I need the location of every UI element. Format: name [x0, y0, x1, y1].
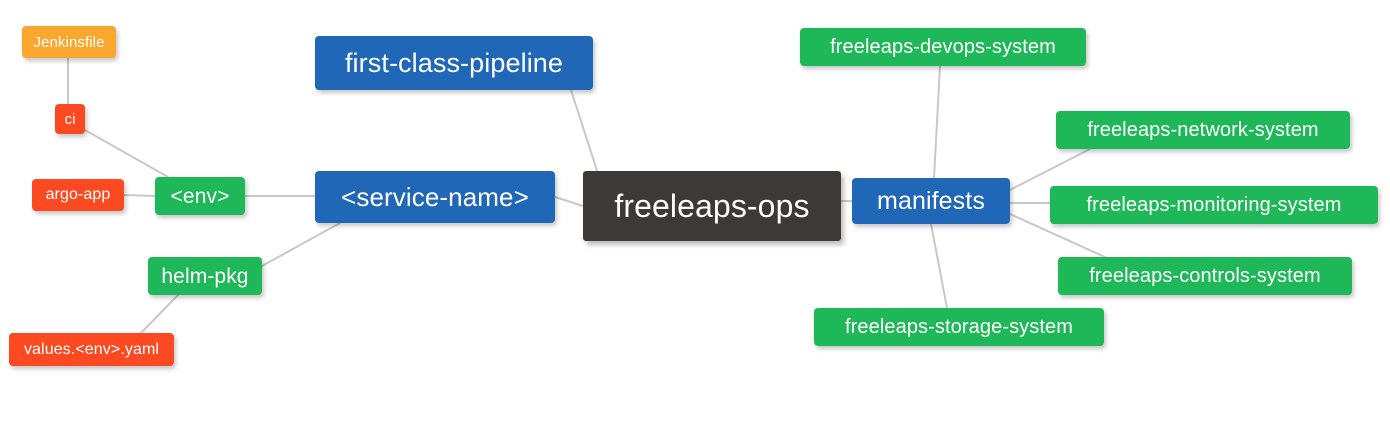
edge-env-to-ci	[84, 129, 169, 178]
node-freeleaps-controls-system[interactable]: freeleaps-controls-system	[1058, 257, 1352, 295]
edge-manifests-to-freeleaps-network-system	[1009, 148, 1091, 191]
edge-freeleaps-ops-to-service-name	[554, 196, 584, 207]
node-label: manifests	[877, 186, 985, 215]
node-label: Jenkinsfile	[33, 33, 105, 51]
node-label: values.<env>.yaml	[23, 340, 160, 358]
edge-manifests-to-freeleaps-devops-system	[933, 65, 941, 179]
node-label: <service-name>	[341, 182, 529, 212]
node-service-name[interactable]: <service-name>	[315, 171, 555, 223]
node-helm-pkg[interactable]: helm-pkg	[148, 257, 262, 295]
edge-env-to-argo-app	[123, 194, 156, 197]
node-manifests[interactable]: manifests	[852, 178, 1010, 224]
edge-freeleaps-ops-to-first-class-pipeline	[570, 89, 601, 181]
node-label: ci	[64, 110, 76, 128]
node-label: freeleaps-monitoring-system	[1086, 194, 1342, 216]
node-freeleaps-storage-system[interactable]: freeleaps-storage-system	[814, 308, 1104, 346]
node-first-class-pipeline[interactable]: first-class-pipeline	[315, 36, 593, 90]
node-label: freeleaps-ops	[614, 188, 810, 224]
edge-helm-pkg-to-values-env-yaml	[140, 294, 179, 334]
node-label: freeleaps-controls-system	[1089, 265, 1321, 287]
node-env[interactable]: <env>	[155, 177, 245, 215]
node-label: first-class-pipeline	[344, 47, 564, 78]
node-freeleaps-ops[interactable]: freeleaps-ops	[583, 171, 841, 241]
node-label: <env>	[170, 184, 230, 208]
node-label: freeleaps-storage-system	[844, 316, 1074, 338]
node-label: freeleaps-network-system	[1087, 119, 1319, 141]
node-freeleaps-monitoring-system[interactable]: freeleaps-monitoring-system	[1050, 186, 1378, 224]
edge-manifests-to-freeleaps-storage-system	[930, 223, 948, 309]
node-label: helm-pkg	[161, 264, 249, 288]
edge-service-name-to-helm-pkg	[261, 222, 341, 267]
node-freeleaps-network-system[interactable]: freeleaps-network-system	[1056, 111, 1350, 149]
node-jenkinsfile[interactable]: Jenkinsfile	[22, 26, 116, 58]
node-freeleaps-devops-system[interactable]: freeleaps-devops-system	[800, 28, 1086, 66]
node-ci[interactable]: ci	[55, 104, 85, 134]
node-label: freeleaps-devops-system	[830, 36, 1056, 58]
node-label: argo-app	[45, 186, 111, 203]
node-values-env-yaml[interactable]: values.<env>.yaml	[9, 333, 174, 366]
node-argo-app[interactable]: argo-app	[32, 179, 124, 211]
